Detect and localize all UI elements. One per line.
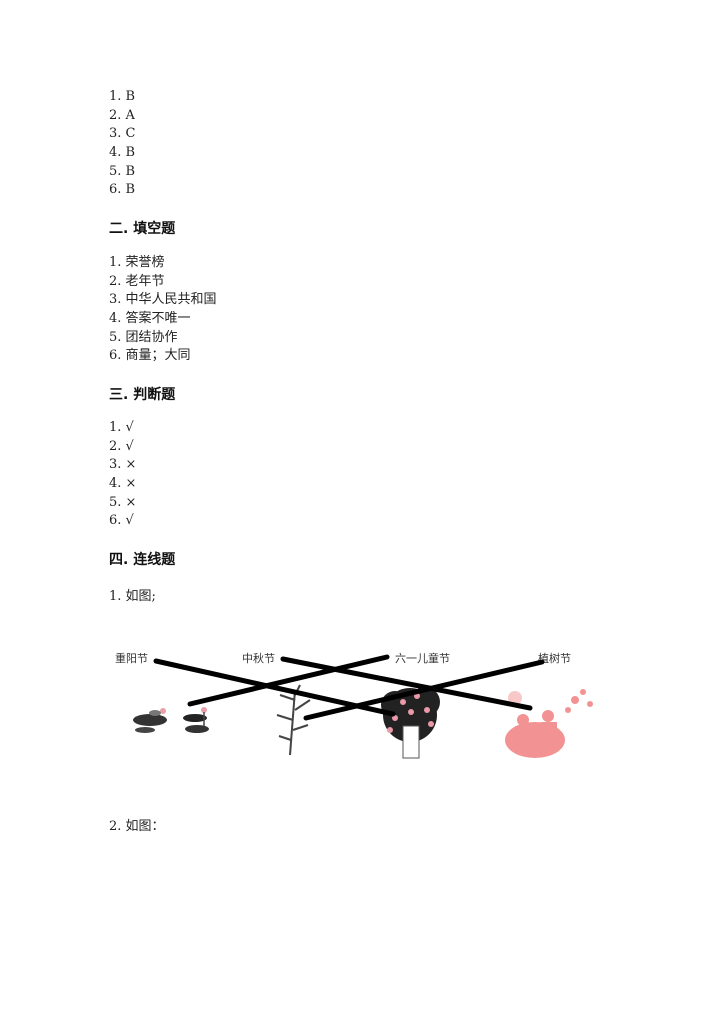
answer-item: 2. √ <box>109 438 134 454</box>
lotus-icon <box>133 707 209 733</box>
osmanthus-plant-icon <box>276 684 311 756</box>
section1-answers: 1. B 2. A 3. C 4. B 5. B 6. B <box>109 88 135 200</box>
matching-diagram: 重阳节 中秋节 六一儿童节 植树节 <box>105 640 605 770</box>
label-children-day: 六一儿童节 <box>395 652 450 665</box>
answer-item: 6. 商量；大同 <box>109 348 191 364</box>
section3-title: 三. 判断题 <box>109 387 176 403</box>
answer-item: 2. A <box>109 107 135 123</box>
answer-item: 1. B <box>109 89 136 104</box>
family-gathering-icon <box>505 689 593 758</box>
answer-item: 3. 中华人民共和国 <box>109 292 217 308</box>
label-zhongqiu: 中秋节 <box>242 652 275 665</box>
answer-item: 5. B <box>109 163 136 179</box>
matching-lines <box>153 654 545 721</box>
answer-item: 3. × <box>109 457 137 473</box>
label-arbor-day: 植树节 <box>538 652 571 665</box>
answer-item: 4. B <box>109 145 136 161</box>
answer-item: 4. 答案不唯一 <box>109 311 191 327</box>
answer-item: 2. 老年节 <box>109 273 165 289</box>
section4-title: 四. 连线题 <box>109 552 176 568</box>
answer-item: 5. 团结协作 <box>109 329 178 345</box>
section2-title: 二. 填空题 <box>109 221 176 237</box>
section2-answers: 1. 荣誉榜 2. 老年节 3. 中华人民共和国 4. 答案不唯一 5. 团结协… <box>109 254 217 366</box>
answer-item: 1. 荣誉榜 <box>109 255 165 270</box>
answer-item: 1. √ <box>109 420 134 435</box>
answer-item: 5. × <box>109 494 137 510</box>
answer-item: 3. C <box>109 126 136 142</box>
section3-answers: 1. √ 2. √ 3. × 4. × 5. × 6. √ <box>109 419 136 531</box>
diagram-graphics <box>133 654 593 759</box>
answer-item: 4. × <box>109 476 137 492</box>
label-chongyang: 重阳节 <box>115 652 148 665</box>
question-2-label: 2. 如图： <box>109 819 165 834</box>
answer-item: 6. B <box>109 182 136 198</box>
answer-item: 6. √ <box>109 513 134 529</box>
question-1-label: 1. 如图; <box>109 589 156 604</box>
